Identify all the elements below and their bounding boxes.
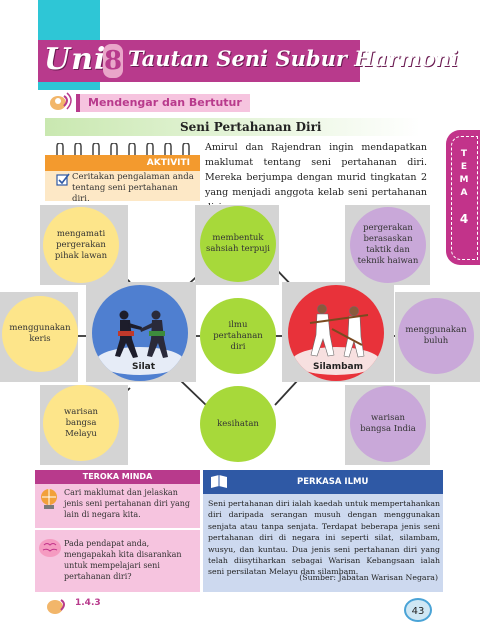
notebook-rings-icon xyxy=(56,143,190,155)
globe-search-icon xyxy=(41,489,57,509)
silat-fighters-illustration xyxy=(96,310,184,375)
perkasa-ilmu-title: PERKASA ILMU xyxy=(297,477,369,487)
shared-trait-circle: kesihatan xyxy=(200,386,276,462)
unit-number: 8 xyxy=(103,44,123,78)
silat-trait-circle: warisan bangsa Melayu xyxy=(43,385,119,461)
silambam-trait-circle: pergerakan berasaskan taktik dan teknik … xyxy=(350,207,426,283)
silat-circle xyxy=(92,285,188,381)
shared-trait-circle: membentuk sahsiah terpuji xyxy=(200,206,276,282)
tema-letter: A xyxy=(460,188,468,198)
silat-trait-circle: mengamati pergerakan pihak lawan xyxy=(43,207,119,283)
perkasa-ilmu-source: (Sumber: Jabatan Warisan Negara) xyxy=(299,573,438,582)
tema-letter: T xyxy=(460,149,468,159)
aktiviti-body xyxy=(45,171,200,201)
silambam-label: Silambam xyxy=(313,362,363,372)
silambam-trait-circle: warisan bangsa India xyxy=(350,386,426,462)
silambam-circle xyxy=(288,285,384,381)
perkasa-ilmu-body xyxy=(203,494,443,592)
unit-title: Tautan Seni Subur Harmoni xyxy=(128,46,459,71)
unit-banner xyxy=(38,40,360,82)
teroka-minda-header: TEROKA MINDA xyxy=(35,470,200,484)
silambam-fighters-illustration xyxy=(292,304,380,375)
tema-number: 4 xyxy=(459,212,469,226)
tema-tab-border xyxy=(451,136,478,260)
perkasa-ilmu-header: PERKASA ILMU xyxy=(203,470,443,494)
silat-trait-circle: menggunakan keris xyxy=(2,296,78,372)
shared-trait-circle: ilmu pertahanan diri xyxy=(200,298,276,374)
silambam-trait-circle: menggunakan buluh xyxy=(398,298,474,374)
tema-letter: M xyxy=(459,175,469,185)
skill-label: Mendengar dan Bertutur xyxy=(76,94,250,112)
listening-speaking-icon xyxy=(50,92,72,110)
aktiviti-text: Ceritakan pengalaman anda tentang seni p… xyxy=(72,172,194,204)
checkbox-icon xyxy=(56,173,70,186)
silat-label: Silat xyxy=(132,362,156,372)
teroka-minda-q1: Cari maklumat dan jelaskan jenis seni pe… xyxy=(64,488,191,519)
book-icon xyxy=(211,475,227,488)
tema-letter: E xyxy=(460,162,468,172)
teroka-minda-q2: Pada pendapat anda, mengapakah kita disa… xyxy=(64,539,182,581)
listening-speaking-icon-small xyxy=(47,599,65,614)
aktiviti-header: AKTIVITI xyxy=(45,155,200,171)
learning-standard-code: 1.4.3 xyxy=(75,598,101,608)
section-title: Seni Pertahanan Diri xyxy=(180,120,322,134)
section-title-band xyxy=(45,118,420,136)
teroka-minda-q2-box xyxy=(35,530,200,592)
perkasa-ilmu-text: Seni pertahanan diri ialah kaedah untuk … xyxy=(208,499,440,577)
teroka-minda-q1-box xyxy=(35,484,200,528)
page-number: 43 xyxy=(404,598,432,622)
brain-icon xyxy=(39,539,61,557)
